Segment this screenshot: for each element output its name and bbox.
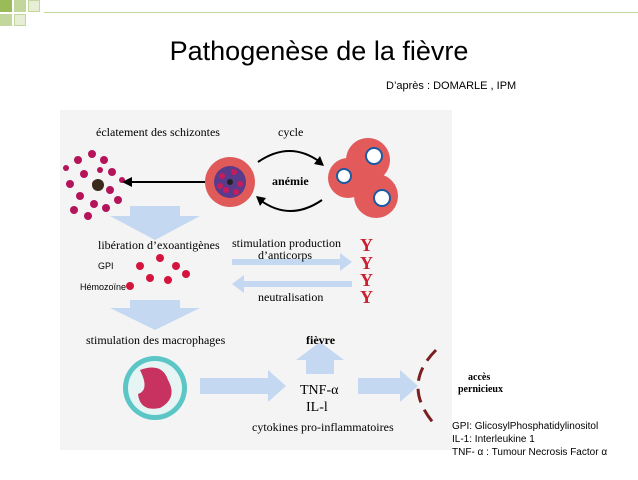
label-fever: fièvre [306,333,336,347]
label-anemia: anémie [272,174,309,188]
legend-line-il1: IL-1: Interleukine 1 [452,434,535,445]
top-rule [44,12,638,13]
label-il1: IL-l [306,400,328,415]
label-pernicious-1: accès [468,372,491,383]
abbreviation-legend: GPI: GlicosylPhosphatidylinositol IL-1: … [452,420,607,459]
label-cytokines: cytokines pro-inflammatoires [252,420,394,434]
credit-text: D’après : DOMARLE , IPM [386,80,517,92]
slide-title: Pathogenèse de la fièvre [169,36,469,66]
label-exoantigen-release: libération d’exoantigènes [98,238,220,252]
svg-text:Y: Y [360,235,373,255]
label-pernicious-2: pernicieux [458,384,503,395]
corner-decoration [0,0,60,32]
label-tnf: TNF-α [300,383,339,398]
label-antibody-stimulation-1: stimulation production [232,236,341,250]
svg-text:Y: Y [360,287,373,307]
label-antibody-stimulation-2: d’anticorps [258,248,312,262]
label-cycle: cycle [278,125,304,139]
svg-text:Y: Y [360,270,373,290]
label-macrophage-stimulation: stimulation des macrophages [86,333,226,347]
legend-line-gpi: GPI: GlicosylPhosphatidylinositol [452,421,599,432]
label-hemozoin: Hémozoïne [80,282,127,292]
svg-text:Y: Y [360,253,373,273]
label-neutralisation: neutralisation [258,290,324,304]
label-gpi: GPI [98,261,114,271]
label-schizont-burst: éclatement des schizontes [96,125,220,139]
legend-line-tnf: TNF- α : Tumour Necrosis Factor α [452,447,608,458]
